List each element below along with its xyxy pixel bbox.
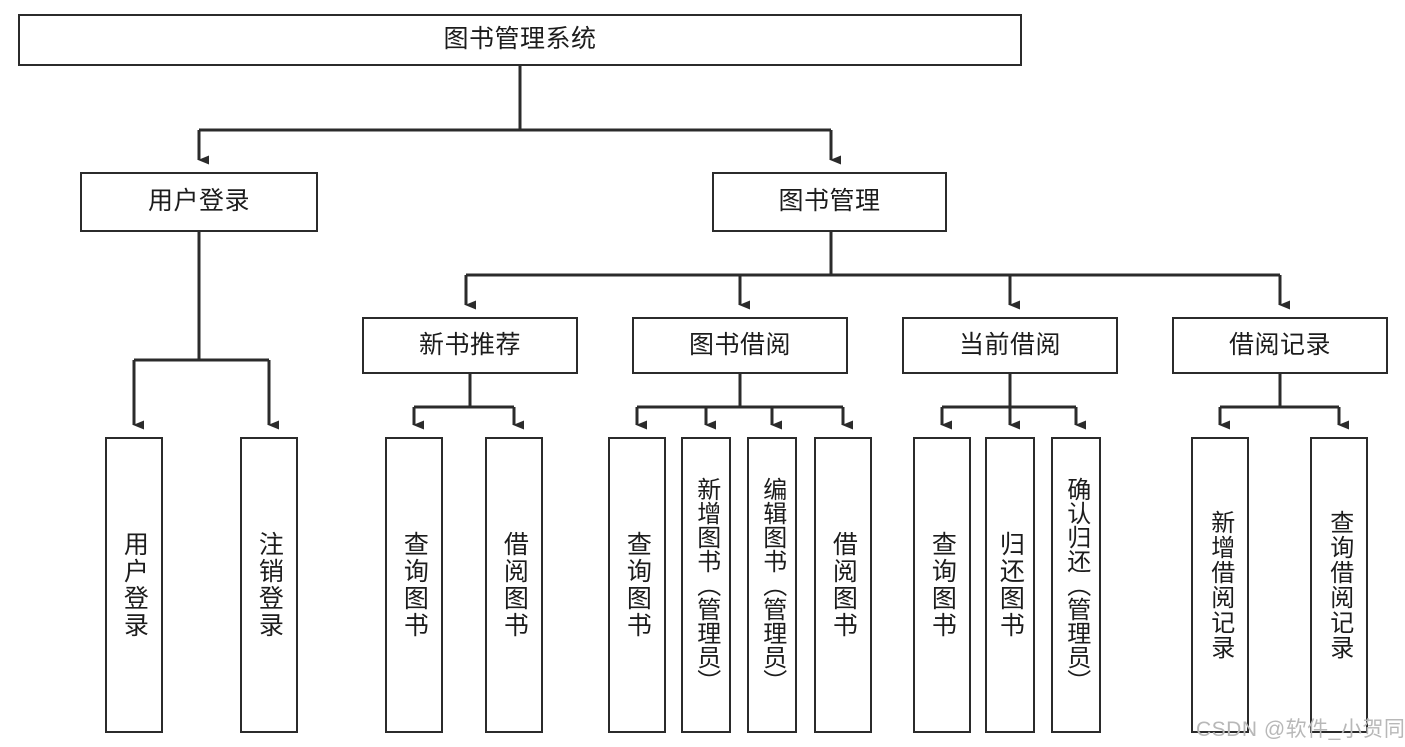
node-leaf-add-record-label: 新增借阅记录 bbox=[1206, 510, 1234, 660]
node-leaf-user-login[interactable]: 用户登录 bbox=[105, 437, 163, 733]
node-leaf-add-record[interactable]: 新增借阅记录 bbox=[1191, 437, 1249, 733]
node-leaf-query-record[interactable]: 查询借阅记录 bbox=[1310, 437, 1368, 733]
edges-root-to-level2 bbox=[197, 66, 841, 165]
node-leaf-edit-book-admin-label: 编辑图书（管理员） bbox=[758, 477, 786, 693]
node-leaf-query-book-1[interactable]: 查询图书 bbox=[385, 437, 443, 733]
node-leaf-query-book-3-label: 查询图书 bbox=[928, 531, 957, 639]
node-leaf-return-book[interactable]: 归还图书 bbox=[985, 437, 1035, 733]
node-book-manage-label: 图书管理 bbox=[778, 187, 881, 216]
node-book-borrow-label: 图书借阅 bbox=[688, 330, 791, 359]
edges-currentborrow-to-leaves bbox=[940, 374, 1086, 430]
node-leaf-query-record-label: 查询借阅记录 bbox=[1325, 510, 1353, 660]
node-borrow-record[interactable]: 借阅记录 bbox=[1172, 317, 1388, 374]
node-leaf-return-book-label: 归还图书 bbox=[996, 531, 1025, 639]
edges-userlogin-to-leaves bbox=[132, 232, 279, 430]
node-new-book-rec-label: 新书推荐 bbox=[418, 330, 521, 359]
node-leaf-query-book-1-label: 查询图书 bbox=[400, 531, 429, 639]
node-leaf-logout-login[interactable]: 注销登录 bbox=[240, 437, 298, 733]
edges-borrowrecord-to-leaves bbox=[1218, 374, 1349, 430]
node-leaf-add-book-admin-label: 新增图书（管理员） bbox=[692, 477, 720, 693]
edges-bookmanage-to-level3 bbox=[464, 232, 1290, 310]
node-leaf-user-login-label: 用户登录 bbox=[120, 531, 149, 639]
node-leaf-query-book-3[interactable]: 查询图书 bbox=[913, 437, 971, 733]
node-borrow-record-label: 借阅记录 bbox=[1228, 330, 1331, 359]
node-book-manage[interactable]: 图书管理 bbox=[712, 172, 947, 232]
node-root-label: 图书管理系统 bbox=[443, 25, 597, 54]
edges-bookborrow-to-leaves bbox=[635, 374, 853, 430]
node-new-book-rec[interactable]: 新书推荐 bbox=[362, 317, 578, 374]
node-leaf-borrow-book-2[interactable]: 借阅图书 bbox=[814, 437, 872, 733]
edges-newbookrec-to-leaves bbox=[412, 374, 524, 430]
node-user-login[interactable]: 用户登录 bbox=[80, 172, 318, 232]
node-leaf-query-book-2-label: 查询图书 bbox=[623, 531, 652, 639]
node-leaf-confirm-return-label: 确认归还（管理员） bbox=[1062, 477, 1090, 693]
node-leaf-query-book-2[interactable]: 查询图书 bbox=[608, 437, 666, 733]
node-leaf-borrow-book-1-label: 借阅图书 bbox=[500, 531, 529, 639]
node-root-system[interactable]: 图书管理系统 bbox=[18, 14, 1022, 66]
node-book-borrow[interactable]: 图书借阅 bbox=[632, 317, 848, 374]
node-leaf-borrow-book-1[interactable]: 借阅图书 bbox=[485, 437, 543, 733]
node-current-borrow[interactable]: 当前借阅 bbox=[902, 317, 1118, 374]
node-leaf-edit-book-admin[interactable]: 编辑图书（管理员） bbox=[747, 437, 797, 733]
node-leaf-logout-login-label: 注销登录 bbox=[255, 531, 284, 639]
node-leaf-confirm-return[interactable]: 确认归还（管理员） bbox=[1051, 437, 1101, 733]
node-current-borrow-label: 当前借阅 bbox=[958, 330, 1061, 359]
node-leaf-borrow-book-2-label: 借阅图书 bbox=[829, 531, 858, 639]
node-leaf-add-book-admin[interactable]: 新增图书（管理员） bbox=[681, 437, 731, 733]
node-user-login-label: 用户登录 bbox=[147, 187, 250, 216]
